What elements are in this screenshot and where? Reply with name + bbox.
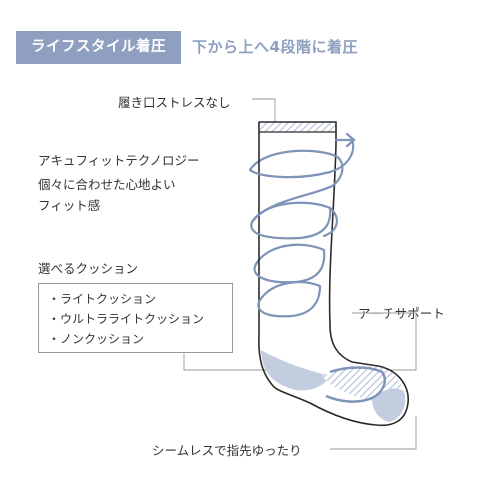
fit-label-line2: フィット感 bbox=[38, 198, 101, 213]
seamless-toe-label: シームレスで指先ゆったり bbox=[152, 443, 302, 458]
sock-outline bbox=[258, 121, 409, 427]
graduated-compression-subtitle: 下から上へ4段階に着圧 bbox=[192, 38, 358, 56]
spiral-arrow-icon bbox=[334, 132, 356, 148]
toe-cushion bbox=[372, 388, 406, 422]
cushion-options-box: ・ライトクッション ・ウルトラライトクッション ・ノンクッション bbox=[38, 283, 233, 353]
cushion-option-ultralight: ・ウルトラライトクッション bbox=[48, 312, 205, 326]
technology-label: アキュフィットテクノロジー bbox=[38, 153, 200, 168]
cuff-band bbox=[260, 122, 335, 132]
cushion-title: 選べるクッション bbox=[38, 261, 139, 276]
leader-lines bbox=[183, 98, 417, 450]
cushion-option-none: ・ノンクッション bbox=[48, 332, 145, 346]
compression-spiral-front bbox=[248, 138, 355, 318]
heel-cushion bbox=[261, 350, 330, 391]
cuff-label: 履き口ストレスなし bbox=[118, 95, 231, 110]
arch-support-label: アーチサポート bbox=[358, 306, 445, 321]
arch-support-band bbox=[325, 366, 386, 403]
lifestyle-compression-badge: ライフスタイル着圧 bbox=[16, 31, 181, 64]
cushion-option-light: ・ライトクッション bbox=[48, 292, 157, 306]
fit-label-line1: 個々に合わせた心地よい bbox=[38, 177, 176, 192]
